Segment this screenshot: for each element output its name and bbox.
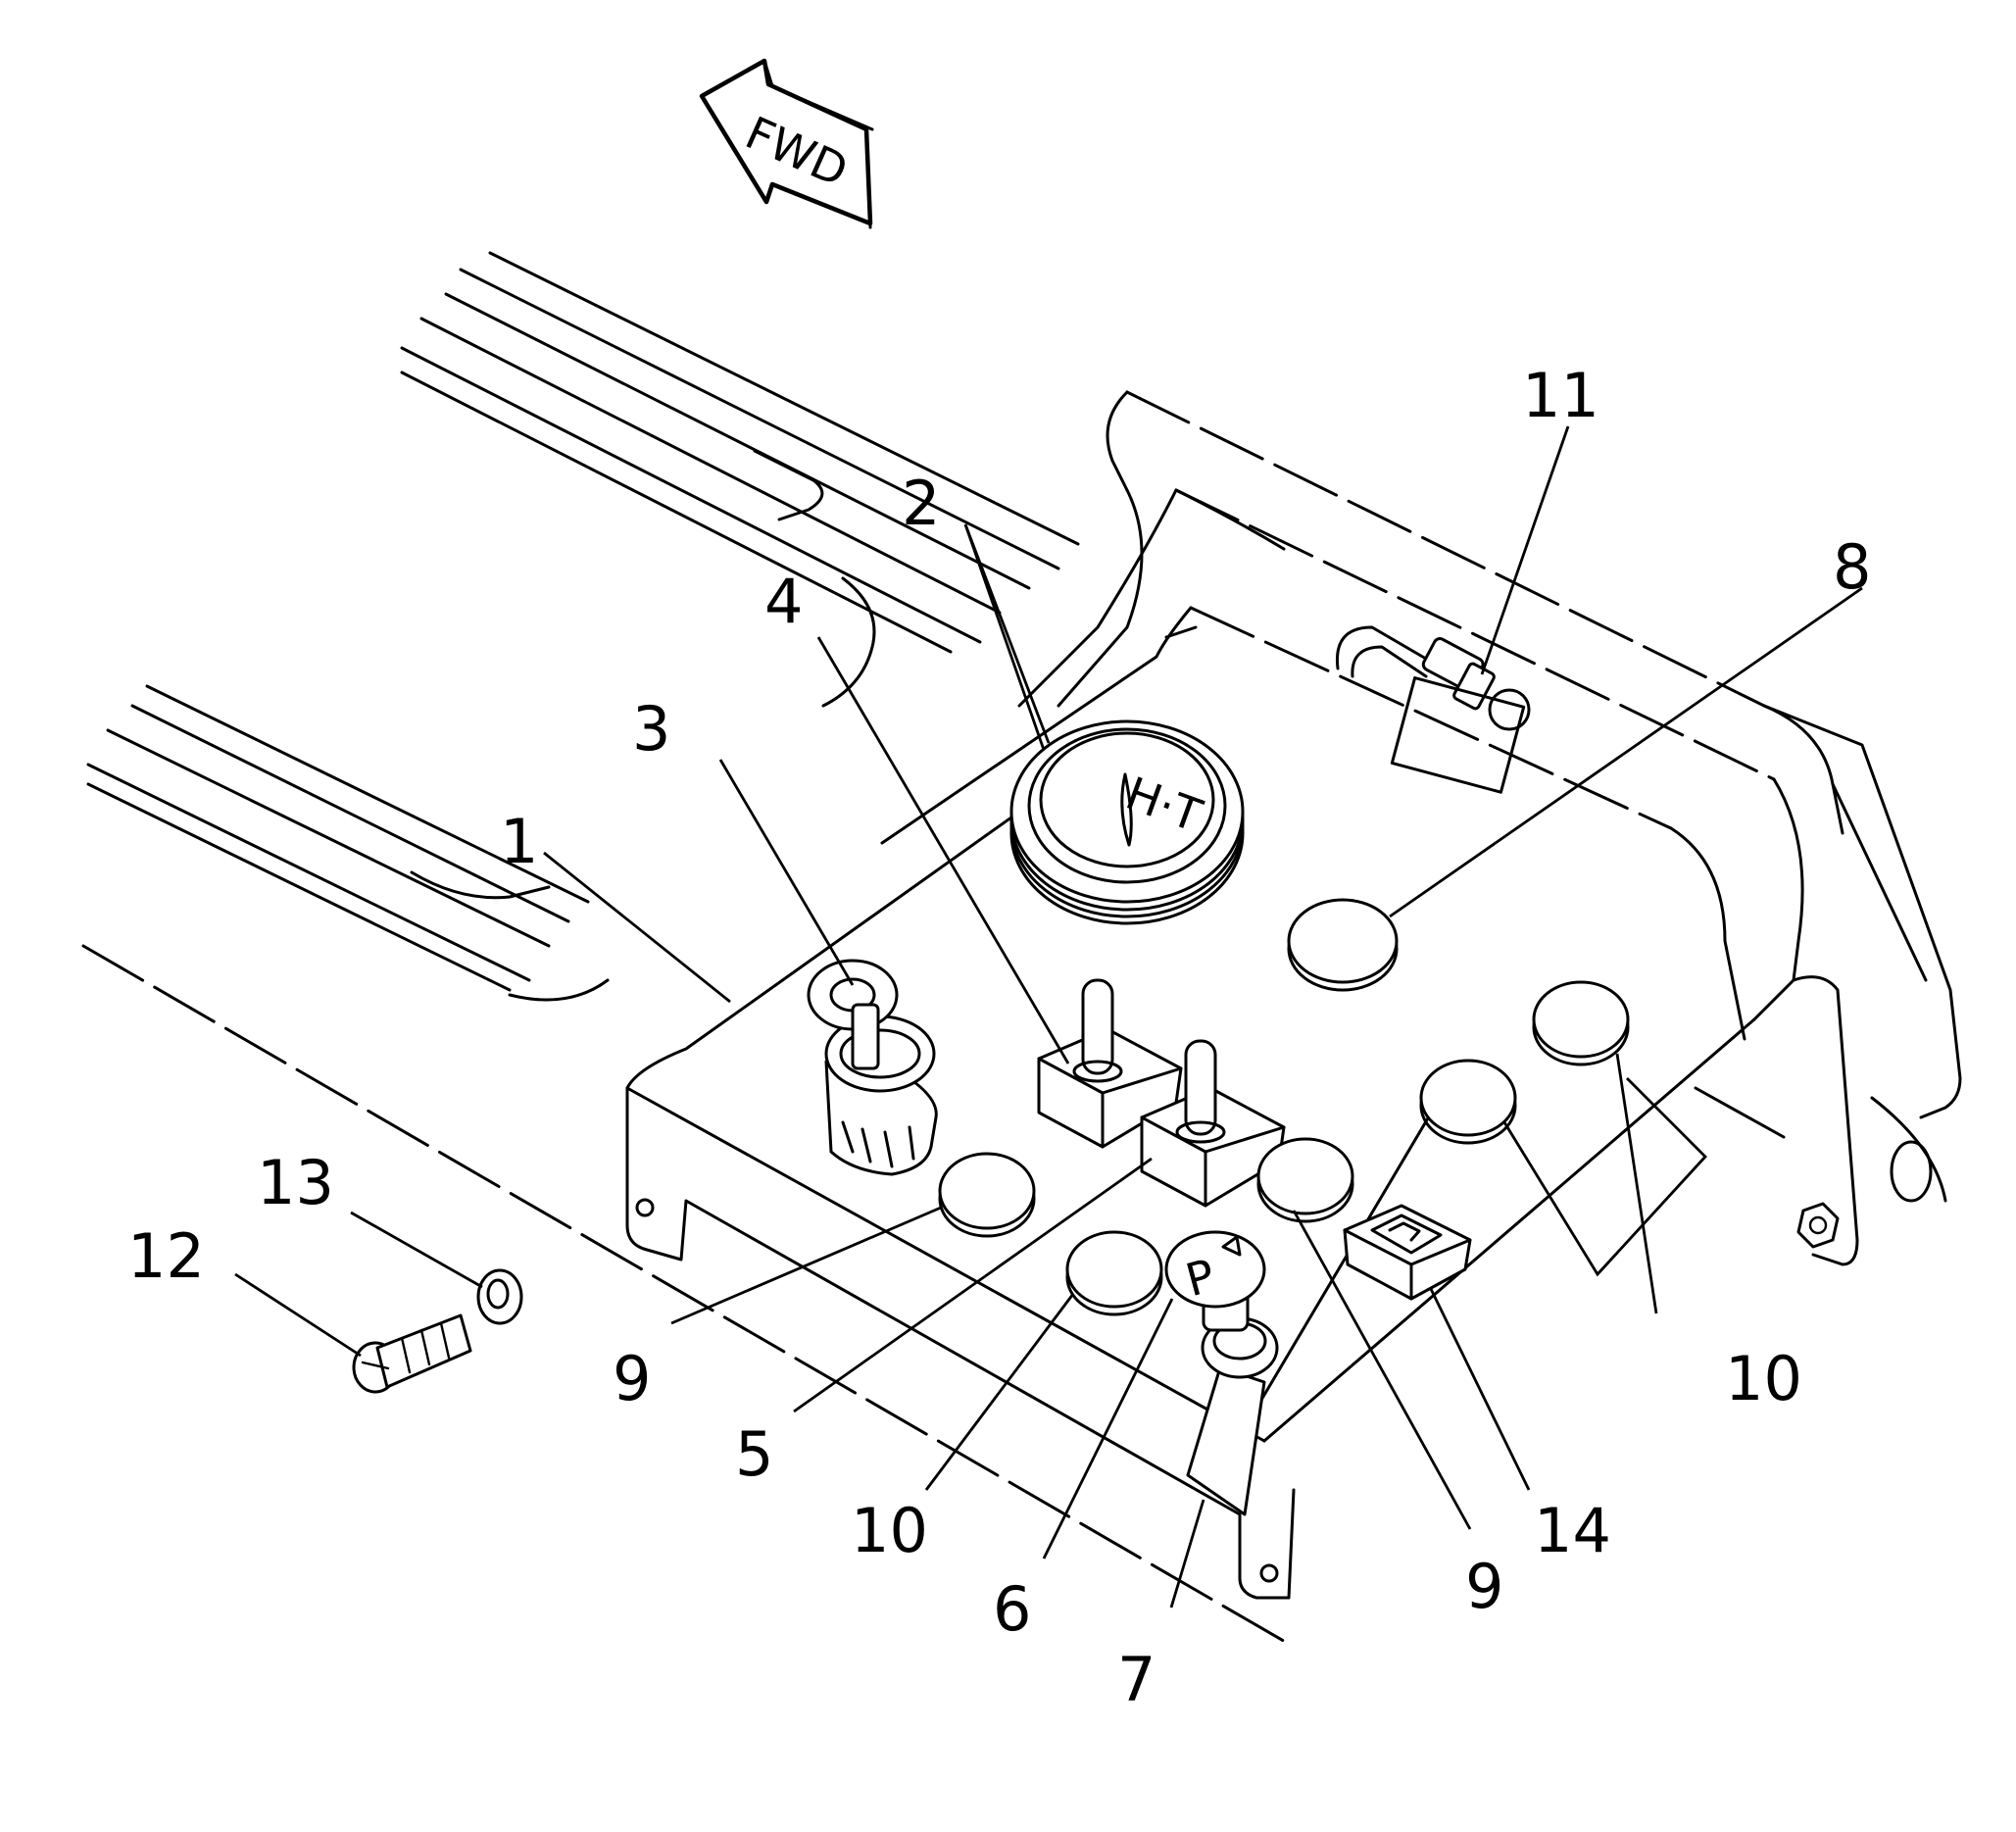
callout-1: 1 (500, 806, 538, 877)
hood-lines-upper (400, 251, 1080, 654)
round-lamp-icon (1065, 1230, 1163, 1316)
leader-lines (234, 425, 1863, 1609)
callout-12: 12 (127, 1220, 205, 1292)
round-lamp-icon (1419, 1059, 1517, 1145)
callout-3: 3 (632, 693, 670, 765)
round-lamp-icon (1532, 980, 1630, 1066)
parking-knob-icon: P (1164, 1230, 1279, 1516)
key-switch-icon (807, 959, 938, 1176)
callout-6: 6 (993, 1573, 1031, 1645)
callout-13: 13 (257, 1147, 334, 1218)
fwd-arrow-icon: FWD (699, 58, 874, 229)
callout-5: 5 (735, 1418, 773, 1490)
hex-nut-icon (1796, 1202, 1840, 1249)
callout-10-right: 10 (1725, 1343, 1802, 1414)
washer-icon (476, 1268, 523, 1325)
callout-2: 2 (902, 468, 940, 539)
callouts: 1 2 3 4 5 6 7 8 9 9 10 10 11 12 13 14 (127, 360, 1871, 1715)
toggle-switch-icon (1140, 1039, 1286, 1208)
screw-icon (352, 1313, 472, 1394)
round-lamp-icon (1256, 1137, 1354, 1223)
callout-11: 11 (1522, 360, 1599, 431)
hood-lines-lower (81, 576, 1296, 1649)
round-lamp-icon (1287, 898, 1399, 992)
hour-meter-gauge-icon: H·T (1009, 719, 1245, 925)
panel-housing (625, 390, 1962, 1600)
square-warning-lamp-icon (1343, 1204, 1472, 1301)
callout-9-right: 9 (1465, 1551, 1503, 1622)
callout-10-left: 10 (851, 1495, 928, 1566)
callout-14: 14 (1534, 1495, 1611, 1566)
callout-7: 7 (1117, 1644, 1156, 1715)
round-lamp-icon (938, 1152, 1036, 1238)
callout-4: 4 (764, 566, 803, 637)
callout-9-left: 9 (613, 1343, 651, 1414)
callout-8: 8 (1833, 531, 1871, 603)
bulb-socket-icon (1335, 625, 1531, 794)
